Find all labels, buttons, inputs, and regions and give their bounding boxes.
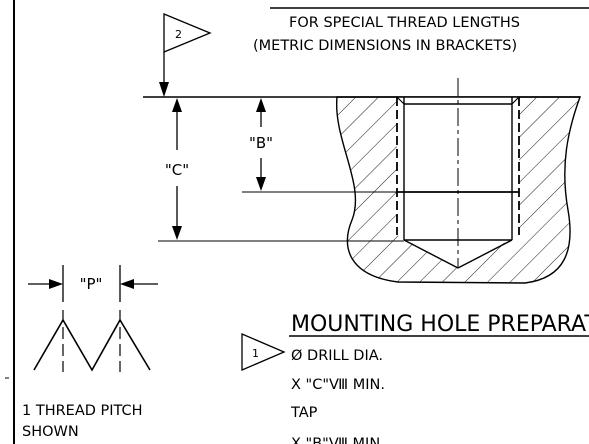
flag-note-1-number: 1 bbox=[252, 347, 259, 360]
thread-pitch-caption-1: 1 THREAD PITCH bbox=[22, 403, 143, 419]
flag-note-1: 1 bbox=[241, 333, 286, 371]
dimension-b: "B" bbox=[249, 98, 273, 191]
dimension-b-label: "B" bbox=[249, 134, 273, 152]
dimension-c: "C" bbox=[165, 98, 189, 240]
thread-pitch-profile bbox=[33, 310, 151, 372]
step-tap: TAP bbox=[290, 405, 318, 421]
dimension-c-label: "C" bbox=[165, 161, 189, 179]
note-line-1: FOR SPECIAL THREAD LENGTHS bbox=[289, 15, 520, 31]
dimension-p-label: "P" bbox=[80, 275, 103, 293]
thread-pitch-caption-2: SHOWN bbox=[22, 424, 79, 440]
dimension-p: "P" bbox=[28, 265, 158, 302]
step-drill-depth: X "C"Ⅷ MIN. bbox=[291, 377, 385, 393]
flag-note-2: 2 bbox=[159, 13, 212, 97]
note-line-2: (METRIC DIMENSIONS IN BRACKETS) bbox=[253, 38, 517, 54]
step-drill-dia: Ø DRILL DIA. bbox=[291, 348, 383, 364]
flag-note-2-number: 2 bbox=[175, 28, 182, 41]
step-tap-depth: X "B"Ⅷ MIN. bbox=[291, 436, 385, 444]
mounting-title: MOUNTING HOLE PREPARATION bbox=[291, 312, 589, 337]
